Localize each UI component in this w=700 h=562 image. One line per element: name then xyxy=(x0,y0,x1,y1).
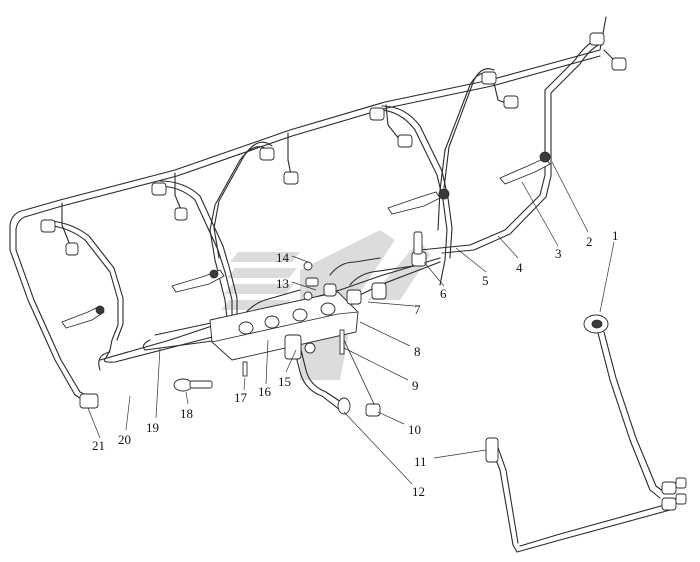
fittings xyxy=(79,231,423,417)
main-rail-pipe xyxy=(9,16,607,404)
callout-12: 12 xyxy=(412,484,425,499)
return-pipe xyxy=(284,334,351,415)
callout-17: 17 xyxy=(234,390,248,405)
callout-15: 15 xyxy=(278,374,291,389)
callout-4: 4 xyxy=(516,260,523,275)
callout-labels: 1 2 3 4 5 6 7 8 9 10 11 12 13 14 15 16 1… xyxy=(92,228,619,499)
callout-3: 3 xyxy=(555,246,562,261)
callout-19: 19 xyxy=(146,420,159,435)
callout-10: 10 xyxy=(408,422,421,437)
supply-pipe xyxy=(485,314,687,553)
callout-13: 13 xyxy=(276,276,289,291)
injector-nuts xyxy=(40,32,627,256)
pipe-clamps xyxy=(61,151,551,329)
callout-16: 16 xyxy=(258,384,272,399)
callout-9: 9 xyxy=(412,378,419,393)
callout-8: 8 xyxy=(414,344,421,359)
callout-leaders xyxy=(87,161,615,485)
callout-6: 6 xyxy=(440,286,447,301)
callout-14: 14 xyxy=(276,250,290,265)
callout-18: 18 xyxy=(180,406,193,421)
callout-11: 11 xyxy=(414,454,427,469)
callout-21: 21 xyxy=(92,438,105,453)
callout-5: 5 xyxy=(482,273,489,288)
callout-20: 20 xyxy=(118,432,131,447)
fuel-manifold-block xyxy=(209,251,427,361)
callout-2: 2 xyxy=(586,234,593,249)
callout-7: 7 xyxy=(414,302,421,317)
callout-1: 1 xyxy=(612,228,619,243)
injector-branch-pipes xyxy=(61,49,617,246)
